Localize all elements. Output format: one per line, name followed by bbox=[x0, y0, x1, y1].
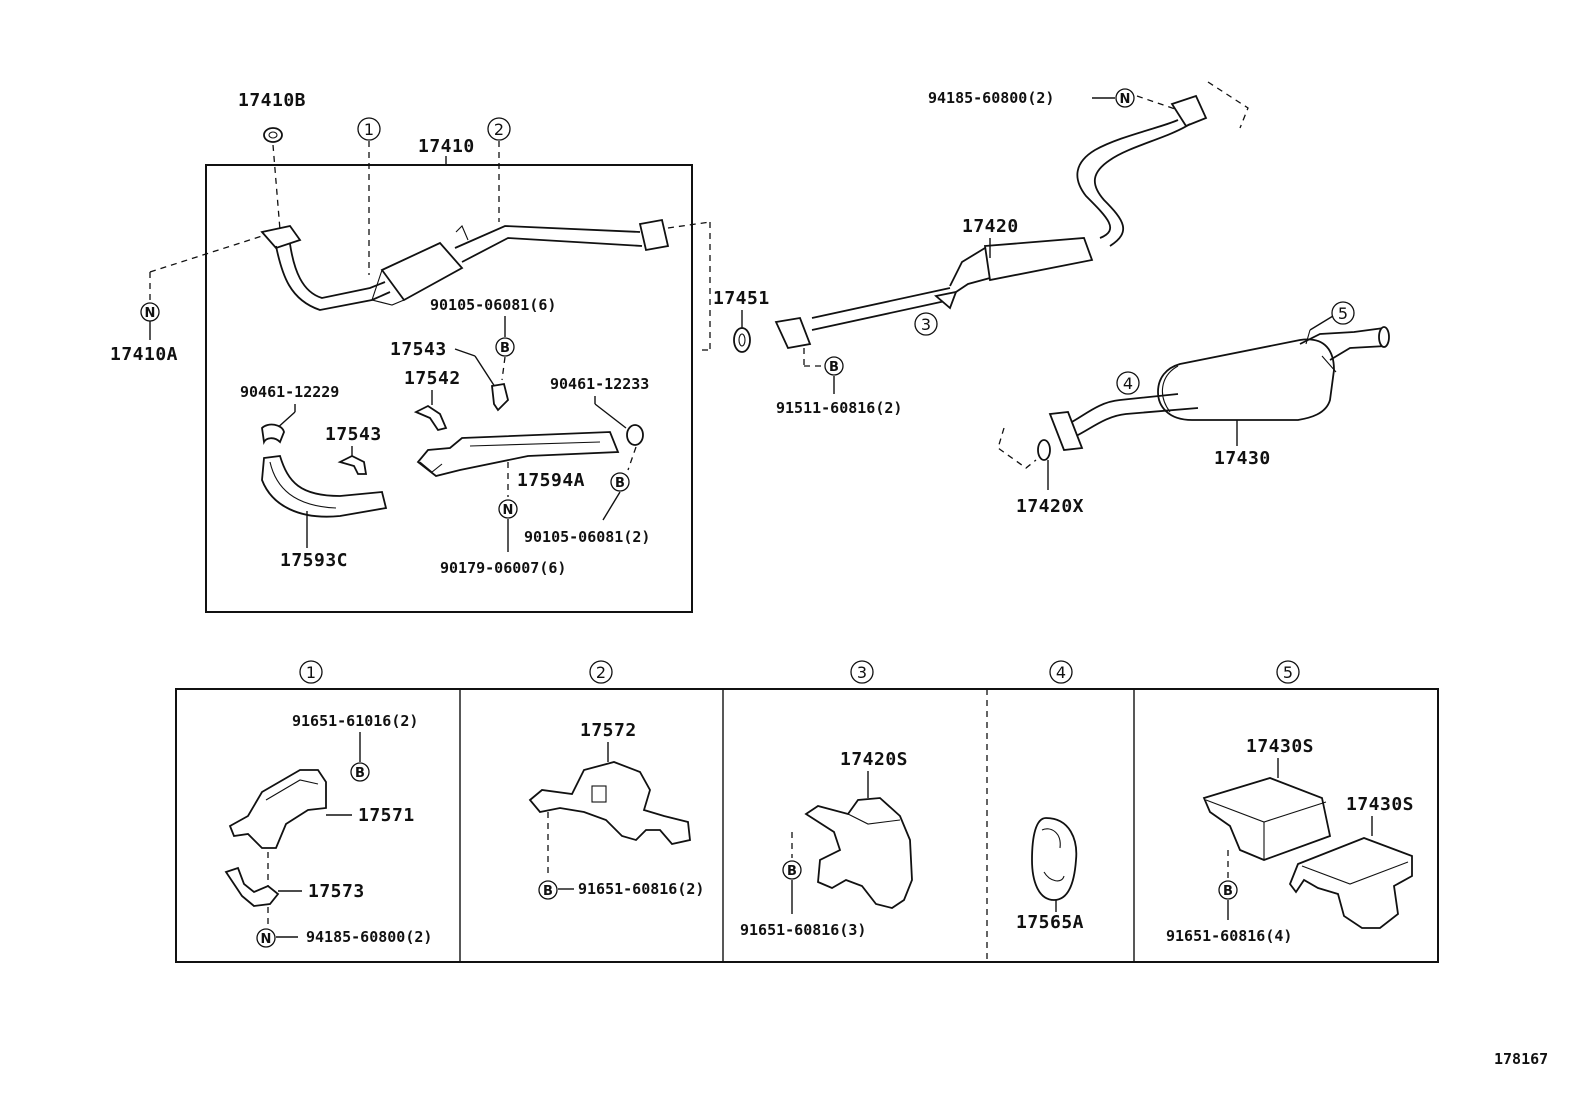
detail-callout-5 bbox=[1276, 660, 1300, 684]
nut-marker-top bbox=[1115, 88, 1135, 108]
callout-3 bbox=[914, 312, 938, 336]
label-17573: 17573 bbox=[308, 881, 365, 902]
diagram-id: 178167 bbox=[1494, 1050, 1548, 1068]
svg-text:4: 4 bbox=[1056, 663, 1066, 682]
label-90461-12229: 90461-12229 bbox=[240, 383, 339, 401]
label-17572: 17572 bbox=[580, 720, 637, 741]
label-17543-upper: 17543 bbox=[390, 339, 447, 360]
svg-text:N: N bbox=[503, 503, 514, 518]
svg-text:B: B bbox=[1223, 884, 1233, 899]
tail-pipe-muffler-17430 bbox=[1048, 326, 1390, 451]
svg-text:N: N bbox=[145, 306, 156, 321]
svg-text:1: 1 bbox=[306, 663, 316, 682]
label-17542: 17542 bbox=[404, 368, 461, 389]
label-17594A: 17594A bbox=[517, 470, 585, 491]
label-17410B: 17410B bbox=[238, 90, 306, 111]
svg-text:B: B bbox=[543, 884, 553, 899]
label-90461-12233: 90461-12233 bbox=[550, 375, 649, 393]
detail-strip bbox=[175, 688, 1439, 963]
label-17410A: 17410A bbox=[110, 344, 178, 365]
label-17410: 17410 bbox=[418, 136, 475, 157]
clamp-17573 bbox=[224, 866, 280, 907]
label-91651-61016-2: 91651-61016(2) bbox=[292, 712, 418, 730]
assembly-box-17410 bbox=[205, 164, 693, 613]
clamp-90461-12233 bbox=[626, 424, 644, 446]
label-91651-60816-2: 91651-60816(2) bbox=[578, 880, 704, 898]
hanger-17430S-a bbox=[1202, 777, 1332, 861]
label-17571: 17571 bbox=[358, 805, 415, 826]
svg-text:B: B bbox=[500, 341, 510, 356]
front-pipe-17410 bbox=[260, 218, 670, 311]
hanger-17420S bbox=[804, 797, 913, 909]
label-94185-60800-bottom: 94185-60800(2) bbox=[306, 928, 432, 946]
label-17420S: 17420S bbox=[840, 749, 908, 770]
label-17565A: 17565A bbox=[1016, 912, 1084, 933]
bracket-17571 bbox=[228, 769, 327, 849]
svg-text:N: N bbox=[261, 932, 272, 947]
gasket-17451 bbox=[733, 327, 751, 353]
hanger-17572 bbox=[528, 761, 691, 845]
label-17420X: 17420X bbox=[1016, 496, 1084, 517]
detail-callout-1 bbox=[299, 660, 323, 684]
svg-text:2: 2 bbox=[494, 120, 504, 139]
svg-text:5: 5 bbox=[1283, 663, 1293, 682]
svg-text:B: B bbox=[829, 360, 839, 375]
bolt-marker-1 bbox=[495, 337, 515, 357]
svg-text:2: 2 bbox=[596, 663, 606, 682]
detail-callout-2 bbox=[589, 660, 613, 684]
hanger-17430S-b bbox=[1288, 837, 1413, 929]
callout-4 bbox=[1116, 371, 1140, 395]
bolt-marker-91511 bbox=[824, 356, 844, 376]
bracket-17543-lower bbox=[337, 454, 368, 475]
gasket-17410B bbox=[263, 127, 283, 143]
label-17430: 17430 bbox=[1214, 448, 1271, 469]
label-90105-06081-2: 90105-06081(2) bbox=[524, 528, 650, 546]
label-17543-lower: 17543 bbox=[325, 424, 382, 445]
callout-5 bbox=[1331, 301, 1355, 325]
label-17420: 17420 bbox=[962, 216, 1019, 237]
heat-insulator-17593C bbox=[261, 455, 388, 518]
bolt-marker-d5 bbox=[1218, 880, 1238, 900]
label-91651-60816-4: 91651-60816(4) bbox=[1166, 927, 1292, 945]
svg-text:B: B bbox=[615, 476, 625, 491]
bracket-17543-upper bbox=[491, 382, 509, 412]
detail-callout-4 bbox=[1049, 660, 1073, 684]
svg-text:5: 5 bbox=[1338, 304, 1348, 323]
nut-marker-1 bbox=[498, 499, 518, 519]
bolt-marker-d3 bbox=[782, 860, 802, 880]
label-17593C: 17593C bbox=[280, 550, 348, 571]
label-17430S-a: 17430S bbox=[1246, 736, 1314, 757]
svg-text:1: 1 bbox=[364, 120, 374, 139]
callout-1 bbox=[357, 117, 381, 141]
nut-marker-d1 bbox=[256, 928, 276, 948]
label-17430S-b: 17430S bbox=[1346, 794, 1414, 815]
label-91511-60816-2: 91511-60816(2) bbox=[776, 399, 902, 417]
gasket-17420X bbox=[1037, 439, 1051, 461]
bracket-17542 bbox=[413, 404, 448, 432]
detail-callout-3 bbox=[850, 660, 874, 684]
callout-2 bbox=[487, 117, 511, 141]
bolt-marker-d1 bbox=[350, 762, 370, 782]
center-pipe-17420 bbox=[774, 94, 1208, 350]
svg-text:4: 4 bbox=[1123, 374, 1133, 393]
svg-text:B: B bbox=[355, 766, 365, 781]
label-90179-06007-6: 90179-06007(6) bbox=[440, 559, 566, 577]
svg-text:3: 3 bbox=[921, 315, 931, 334]
label-91651-60816-3: 91651-60816(3) bbox=[740, 921, 866, 939]
svg-text:3: 3 bbox=[857, 663, 867, 682]
label-17451: 17451 bbox=[713, 288, 770, 309]
bolt-marker-d2 bbox=[538, 880, 558, 900]
rubber-mount-17565A bbox=[1031, 817, 1078, 901]
label-94185-60800-top: 94185-60800(2) bbox=[928, 89, 1054, 107]
svg-text:B: B bbox=[787, 864, 797, 879]
bolt-marker-2 bbox=[610, 472, 630, 492]
clamp-90461-12229 bbox=[261, 423, 285, 445]
svg-text:N: N bbox=[1120, 92, 1131, 107]
label-90105-06081-6: 90105-06081(6) bbox=[430, 296, 556, 314]
